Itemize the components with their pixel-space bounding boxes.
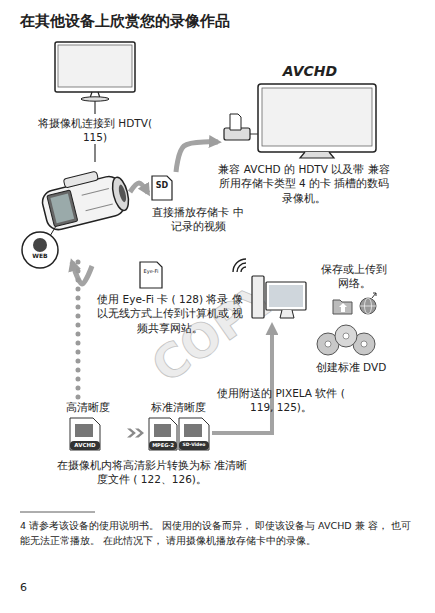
node-text: 保存或上传到 网络。 <box>316 262 392 291</box>
network-icons <box>339 303 347 312</box>
mark-text: SD <box>152 182 172 190</box>
footnote: 4 请参考该设备的使用说明书。 因使用的设备而异， 即使该设备与 AVCHD 兼… <box>20 518 418 548</box>
sd-card-illustration <box>152 176 172 200</box>
dvd-illustration <box>317 325 375 355</box>
camcorder-illustration <box>38 165 132 232</box>
camcorder-illustration <box>50 194 74 224</box>
file-icon <box>75 424 93 437</box>
sd-files: 标准清晰度 MPEG-2SD-Video <box>144 400 212 455</box>
node-text: 将摄像机连接到 HDTV( 115) <box>38 116 152 145</box>
eyefi-card-illustration <box>140 262 162 288</box>
file-icon <box>70 441 100 450</box>
file-icon <box>70 418 100 450</box>
dvd-illustration <box>343 333 349 339</box>
hdtv-illustration <box>94 101 95 114</box>
edge-label: 使用附送的 PIXELA 软件 ( 119, 125)。 <box>216 386 346 415</box>
web-button-illustration <box>33 238 47 252</box>
avchd-tv-illustration <box>300 152 334 158</box>
eyefi-card: Eye-Fi 使用 Eye-Fi 卡 ( 128) 将录 像以无线方式上传到计算机… <box>92 258 248 338</box>
node-text: MPEG-2 <box>149 443 177 448</box>
conversion-arrow <box>118 433 144 434</box>
node-text: AVCHD <box>70 443 100 449</box>
network-icons <box>333 293 376 314</box>
computer-illustration <box>280 310 294 318</box>
flow-arrow <box>72 262 92 284</box>
dvd-illustration <box>325 341 331 347</box>
camcorder-illustration <box>86 204 113 211</box>
flow-arrow <box>176 142 218 172</box>
avchd-tv-illustration <box>224 84 376 158</box>
page-title: 在其他设备上欣赏您的录像作品 <box>20 12 230 31</box>
hdtv-illustration <box>58 45 132 87</box>
mark-text: AVCHD <box>270 64 350 79</box>
network-icons <box>360 306 376 307</box>
web-button-illustration <box>50 226 56 236</box>
node-text: SD-Video <box>179 443 209 448</box>
memory-card: SD 直接播放存储卡 中记录的视频 <box>148 172 248 232</box>
wireless-symbol <box>233 259 246 272</box>
dotted-link <box>75 262 80 400</box>
network-icons <box>372 293 376 298</box>
camcorder: WEB <box>18 162 130 262</box>
file-icon <box>179 418 209 450</box>
camcorder-illustration <box>82 189 109 196</box>
dvd-illustration <box>335 325 357 347</box>
computer-illustration <box>266 282 306 310</box>
node-text: 直接播放存储卡 中记录的视频 <box>148 205 248 234</box>
page-number: 6 <box>20 580 50 595</box>
avchd-tv-illustration <box>258 84 376 152</box>
footnote-rule <box>20 512 95 513</box>
file-icon <box>149 441 177 450</box>
cable-line <box>94 144 95 162</box>
node-text: WEB <box>20 253 60 259</box>
footnote-rule <box>20 512 95 513</box>
file-icon <box>179 441 209 450</box>
mark-text: Eye-Fi <box>140 269 162 274</box>
file-icon <box>184 424 202 437</box>
hd-file: 高清晰度 AVCHD <box>58 400 118 455</box>
computer: 保存或上传到 网络。 <box>240 258 392 326</box>
hdtv-illustration <box>55 42 135 92</box>
wireless-symbol <box>233 259 246 272</box>
flow-arrow <box>130 183 148 193</box>
web-button-illustration <box>22 226 58 268</box>
node-text: 兼容 AVCHD 的 HDTV 以及带 兼容所用存储卡类型 4 的卡 插槽的数码… <box>218 162 390 205</box>
hdtv-illustration <box>55 42 135 114</box>
node-text: 使用 Eye-Fi 卡 ( 128) 将录 像以无线方式上传到计算机或 视频共享… <box>92 292 248 335</box>
camcorder-illustration <box>110 176 132 212</box>
dvd-illustration <box>361 341 367 347</box>
camcorder-illustration <box>117 184 127 203</box>
camcorder-illustration <box>63 171 98 188</box>
caption-text: 在摄像机内将高清影片转换为标 准清晰度文件 ( 122、126)。 <box>52 458 252 487</box>
node-text: 高清晰度 <box>58 400 118 414</box>
network-icons <box>333 300 352 314</box>
camcorder-illustration <box>47 190 78 227</box>
sd-card-illustration <box>152 176 172 200</box>
hdtv-device: 将摄像机连接到 HDTV( 115) <box>38 40 152 144</box>
avchd-tv-illustration <box>230 114 241 130</box>
web-button-illustration <box>22 232 58 268</box>
avchd-tv-illustration <box>250 134 258 135</box>
node-text: 标准清晰度 <box>144 400 212 414</box>
hdtv-illustration <box>81 97 109 101</box>
dvd-discs: 创建标准 DVD <box>312 322 390 376</box>
node-text: 创建标准 DVD <box>312 360 390 374</box>
file-icon <box>70 418 209 450</box>
eyefi-card-illustration <box>140 262 162 288</box>
file-icon <box>149 418 177 450</box>
file-icon <box>154 424 171 437</box>
avchd-tv-illustration <box>262 88 372 146</box>
computer-illustration <box>269 285 303 307</box>
avchd-device: AVCHD 兼容 AVCHD 的 HDTV 以及带 兼容所用存储卡类型 4 的卡 … <box>218 64 390 206</box>
network-icons <box>360 298 376 314</box>
computer-illustration <box>252 276 264 318</box>
